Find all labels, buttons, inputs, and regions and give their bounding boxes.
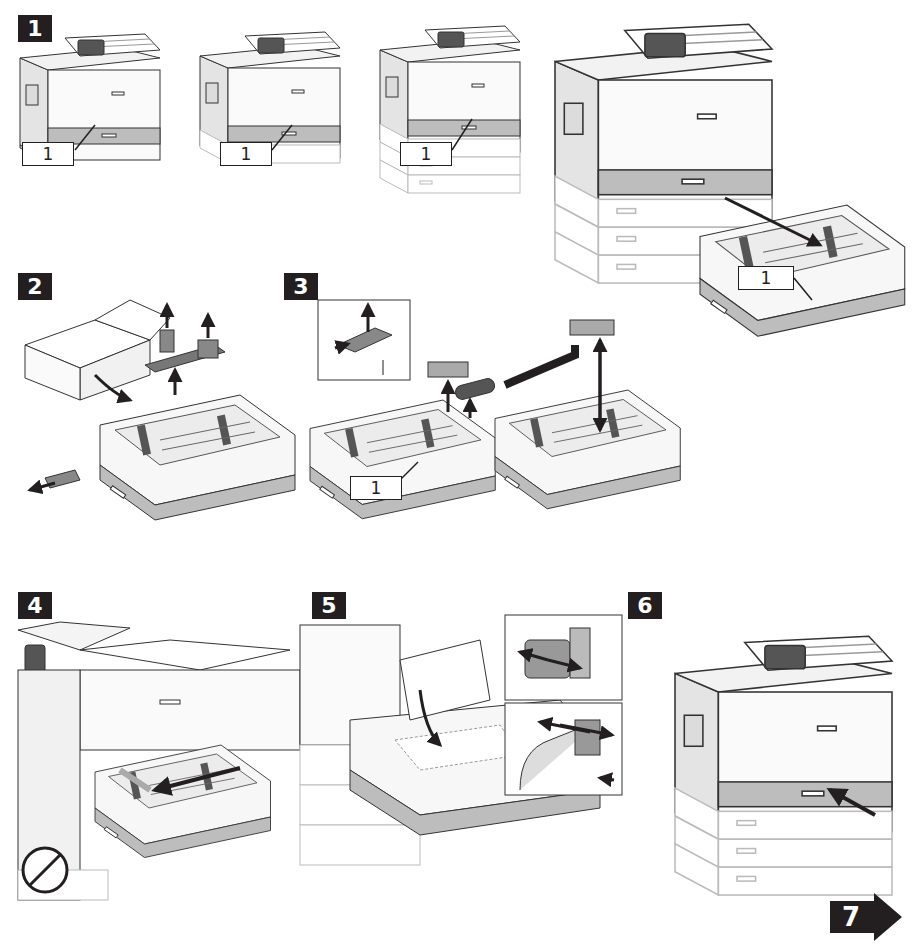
number-text: 4 [27, 593, 42, 618]
number-text: 2 [27, 274, 42, 299]
arrow-shape [830, 893, 902, 941]
number-text: 1 [27, 16, 42, 41]
number-text: 1 [241, 144, 252, 164]
number-text: 1 [421, 144, 432, 164]
callout-number: 1 [350, 476, 402, 500]
step-number: 3 [284, 273, 318, 300]
number-text: 3 [293, 274, 308, 299]
number-text: 1 [371, 478, 382, 498]
step-number: 1 [18, 15, 52, 42]
callout-number: 1 [22, 142, 74, 166]
callout-number: 1 [400, 142, 452, 166]
next-step-arrow: 7 [830, 893, 902, 941]
number-text: 5 [321, 593, 336, 618]
step-number: 6 [628, 592, 662, 619]
number-text: 1 [43, 144, 54, 164]
step-number: 5 [312, 592, 346, 619]
number-text: 7 [842, 902, 860, 932]
number-text: 6 [637, 593, 652, 618]
step-number: 2 [18, 273, 52, 300]
step-number: 4 [18, 592, 52, 619]
callout-number: 1 [220, 142, 272, 166]
number-text: 1 [761, 268, 772, 288]
callout-number: 1 [738, 266, 794, 290]
